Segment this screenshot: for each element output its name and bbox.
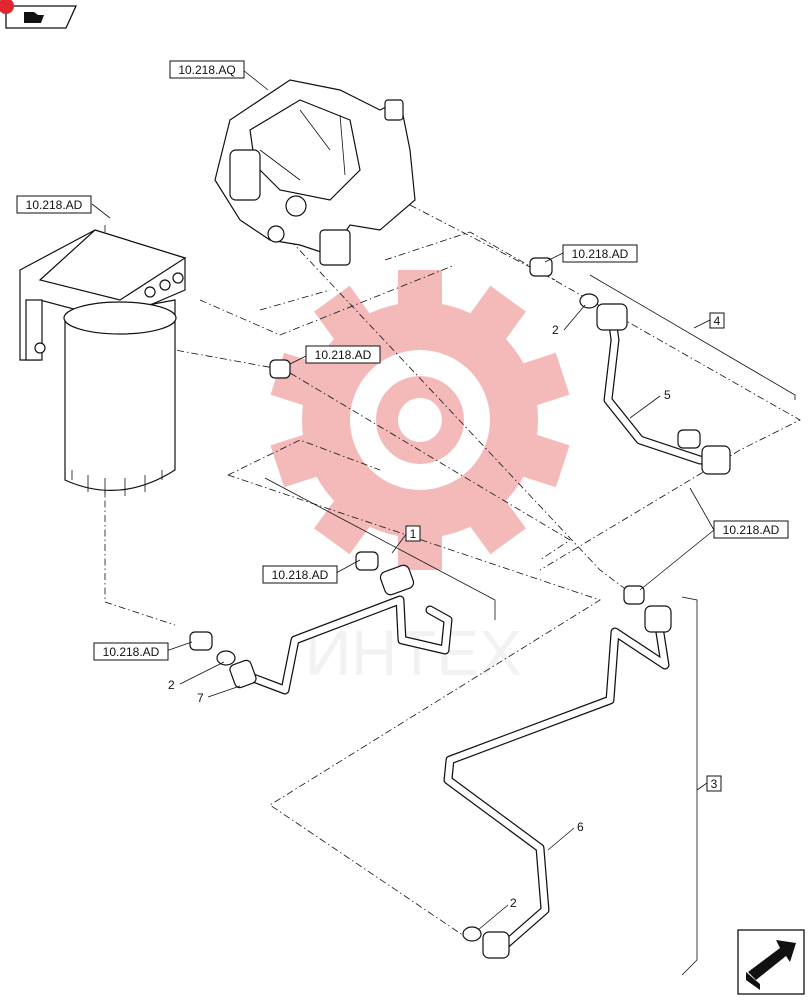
watermark-gear-tooth bbox=[460, 285, 526, 353]
group-4-label: 4 bbox=[714, 314, 721, 328]
banjo-fittings bbox=[189, 257, 701, 942]
watermark-gear-tooth bbox=[314, 285, 380, 353]
ref-pump[interactable]: 10.218.AQ bbox=[169, 60, 245, 79]
group-3-label: 3 bbox=[711, 777, 718, 791]
ref-leaders bbox=[91, 69, 715, 931]
next-page-arrow-icon[interactable] bbox=[737, 929, 805, 995]
group-leaders bbox=[264, 274, 796, 976]
ref-right-fitting-label: 10.218.AD bbox=[723, 523, 780, 537]
ref-pump-port[interactable]: 10.218.AD bbox=[562, 244, 638, 263]
item-oring-left: 2 bbox=[168, 678, 175, 692]
group-4[interactable]: 4 bbox=[709, 312, 725, 329]
ref-lower-left-fitting[interactable]: 10.218.AD bbox=[93, 642, 169, 661]
watermark-gear-tooth bbox=[270, 429, 332, 488]
fuel-injection-pump bbox=[214, 79, 416, 266]
ref-filter-label: 10.218.AD bbox=[26, 198, 83, 212]
ref-pump-port-label: 10.218.AD bbox=[572, 247, 629, 261]
pipe-6 bbox=[443, 605, 672, 959]
navigation-icon[interactable] bbox=[0, 0, 78, 29]
ref-upper-fitting[interactable]: 10.218.AD bbox=[262, 565, 338, 584]
item-pipe-6: 6 bbox=[577, 820, 584, 834]
watermark-text: ИНТЕХ bbox=[305, 617, 522, 689]
item-oring-bottom: 2 bbox=[510, 896, 517, 910]
watermark-gear-tooth bbox=[508, 352, 570, 411]
watermark: ИНТЕХ bbox=[270, 270, 570, 689]
ref-filter-port-label: 10.218.AD bbox=[315, 348, 372, 362]
ref-upper-fitting-label: 10.218.AD bbox=[272, 568, 329, 582]
group-3[interactable]: 3 bbox=[706, 775, 722, 792]
ref-filter[interactable]: 10.218.AD bbox=[16, 195, 92, 214]
ref-right-fitting[interactable]: 10.218.AD bbox=[713, 520, 789, 539]
construction-lines bbox=[104, 204, 801, 941]
ref-filter-port[interactable]: 10.218.AD bbox=[305, 345, 381, 364]
pipe-5 bbox=[596, 303, 731, 475]
ref-lower-left-fitting-label: 10.218.AD bbox=[103, 645, 160, 659]
fuel-filter bbox=[19, 229, 187, 496]
pipe-1 bbox=[229, 564, 453, 695]
group-1-label: 1 bbox=[410, 527, 417, 541]
item-oring-top: 2 bbox=[552, 323, 559, 337]
watermark-gear-tooth bbox=[460, 487, 526, 555]
watermark-gear-tooth bbox=[398, 270, 442, 320]
item-fitting-7: 7 bbox=[197, 691, 204, 705]
ref-pump-label: 10.218.AQ bbox=[178, 63, 235, 77]
group-1[interactable]: 1 bbox=[405, 525, 421, 542]
watermark-gear-tooth bbox=[508, 429, 570, 488]
item-pipe-5: 5 bbox=[664, 388, 671, 402]
